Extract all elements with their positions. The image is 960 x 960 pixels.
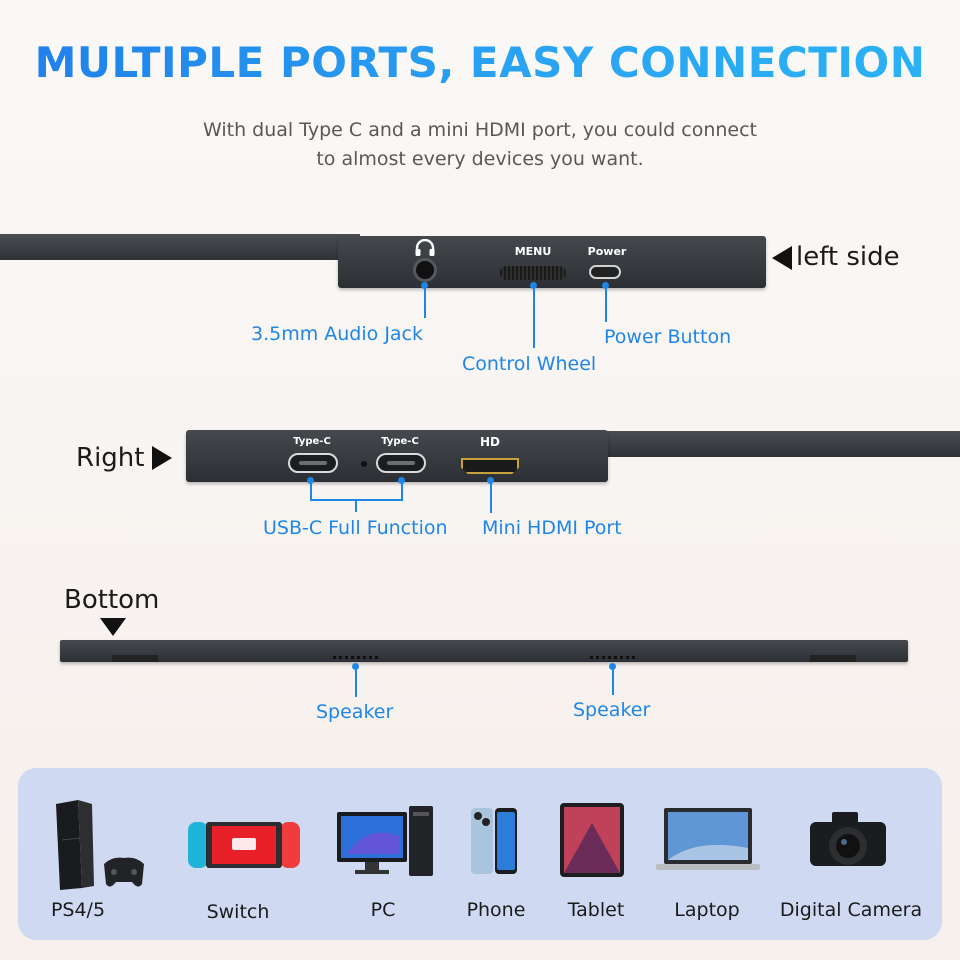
monitor-edge-right bbox=[590, 431, 960, 457]
audio-jack-callout: 3.5mm Audio Jack bbox=[251, 323, 424, 345]
callout-line-speaker-right bbox=[612, 667, 614, 695]
mini-hdmi-port bbox=[461, 458, 519, 474]
power-label: Power bbox=[587, 245, 627, 258]
typec-label-2: Type-C bbox=[381, 436, 419, 447]
device-label-ps: PS4/5 bbox=[50, 899, 106, 921]
smartphone-icon bbox=[471, 808, 517, 874]
arrow-down-icon bbox=[100, 618, 126, 636]
subtitle-line-2: to almost every devices you want. bbox=[316, 148, 644, 170]
speaker-grille-right bbox=[590, 656, 636, 659]
arrow-right-icon bbox=[152, 446, 172, 470]
laptop-icon bbox=[656, 808, 760, 870]
device-label-phone: Phone bbox=[466, 899, 526, 921]
callout-dot-wheel bbox=[530, 282, 537, 289]
callout-line-audio bbox=[424, 286, 426, 318]
callout-line-usbc-2 bbox=[401, 481, 403, 501]
bottom-edge-panel bbox=[60, 640, 908, 662]
tablet-icon bbox=[560, 803, 624, 877]
device-label-pc: PC bbox=[370, 899, 396, 921]
callout-dot-usbc-2 bbox=[398, 477, 405, 484]
usb-c-port-1 bbox=[288, 453, 338, 473]
left-side-label: left side bbox=[796, 242, 900, 272]
callout-dot-speaker-left bbox=[352, 663, 359, 670]
speaker-right-callout: Speaker bbox=[573, 699, 651, 721]
callout-line-usbc-1 bbox=[310, 481, 312, 501]
arrow-left-icon bbox=[772, 246, 792, 270]
power-button-callout: Power Button bbox=[604, 326, 732, 348]
audio-jack bbox=[413, 258, 437, 282]
callout-line-power bbox=[605, 286, 607, 322]
typec-label-1: Type-C bbox=[293, 436, 331, 447]
callout-dot-usbc-1 bbox=[307, 477, 314, 484]
page-title: MULTIPLE PORTS, EASY CONNECTION bbox=[0, 38, 960, 87]
hd-label: HD bbox=[479, 435, 500, 449]
menu-label: MENU bbox=[514, 245, 552, 258]
left-side-panel bbox=[338, 236, 766, 288]
power-button bbox=[589, 265, 621, 279]
camera-icon bbox=[810, 812, 886, 866]
control-wheel bbox=[500, 266, 566, 280]
desktop-pc-icon bbox=[337, 806, 433, 876]
right-side-label: Right bbox=[76, 443, 145, 473]
speaker-grille-left bbox=[333, 656, 379, 659]
subtitle-line-1: With dual Type C and a mini HDMI port, y… bbox=[202, 119, 757, 141]
callout-line-usbc-stem bbox=[355, 500, 357, 512]
hdmi-callout: Mini HDMI Port bbox=[482, 517, 622, 539]
usb-c-callout: USB-C Full Function bbox=[263, 517, 448, 539]
callout-dot-hdmi bbox=[487, 477, 494, 484]
device-label-tablet: Tablet bbox=[567, 899, 625, 921]
usb-c-port-2 bbox=[376, 453, 426, 473]
callout-dot-power bbox=[602, 282, 609, 289]
game-console-icon bbox=[56, 800, 144, 890]
device-label-switch: Switch bbox=[206, 901, 270, 923]
callout-dot-audio bbox=[421, 282, 428, 289]
foot-left bbox=[112, 655, 158, 662]
foot-right bbox=[810, 655, 856, 662]
control-wheel-callout: Control Wheel bbox=[462, 353, 597, 375]
callout-line-wheel bbox=[533, 286, 535, 348]
indicator-hole bbox=[361, 461, 367, 467]
device-label-laptop: Laptop bbox=[674, 899, 740, 921]
bottom-label: Bottom bbox=[64, 585, 160, 615]
headphone-icon bbox=[415, 239, 435, 256]
callout-line-speaker-left bbox=[355, 667, 357, 697]
handheld-console-icon bbox=[188, 822, 300, 868]
device-label-camera: Digital Camera bbox=[779, 899, 923, 921]
callout-dot-speaker-right bbox=[609, 663, 616, 670]
monitor-edge-left bbox=[0, 234, 360, 260]
speaker-left-callout: Speaker bbox=[316, 701, 394, 723]
callout-line-hdmi bbox=[490, 481, 492, 513]
